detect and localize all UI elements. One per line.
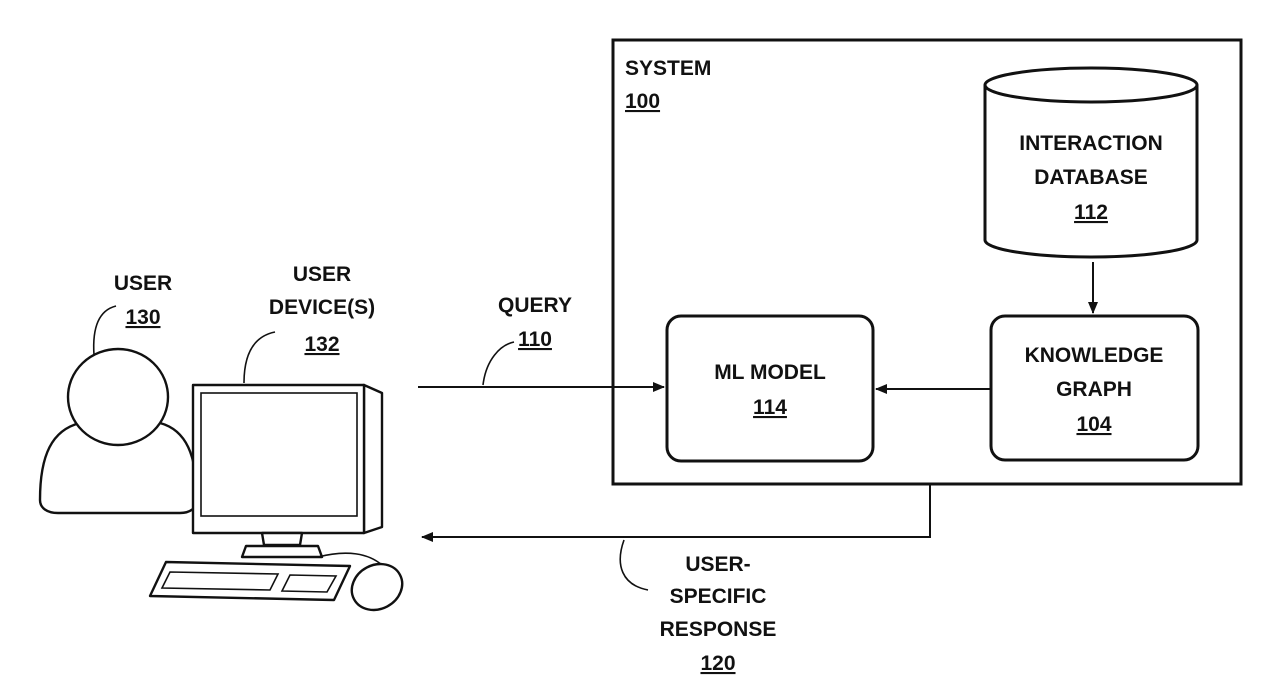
query-label: QUERY — [498, 294, 572, 317]
response-leader-line — [620, 540, 648, 590]
device-label-line2: DEVICE(S) — [269, 296, 375, 319]
system-ref: 100 — [625, 90, 660, 113]
query-leader-line — [483, 342, 514, 385]
device-ref: 132 — [304, 333, 339, 356]
user-ref: 130 — [125, 306, 160, 329]
response-label-line1: USER- — [685, 553, 750, 576]
user-icon — [40, 349, 197, 513]
knowledge-graph-line1: KNOWLEDGE — [1025, 344, 1164, 367]
interaction-database: INTERACTION DATABASE 112 — [985, 68, 1197, 257]
monitor-side — [364, 385, 382, 533]
ml-model-label: ML MODEL — [714, 361, 826, 384]
monitor-screen — [201, 393, 357, 516]
database-ref: 112 — [1074, 201, 1108, 224]
response-arrow — [422, 484, 930, 537]
response-label-line3: RESPONSE — [660, 618, 777, 641]
knowledge-graph-ref: 104 — [1076, 413, 1111, 436]
database-label-line2: DATABASE — [1034, 166, 1148, 189]
database-label-line1: INTERACTION — [1019, 132, 1163, 155]
knowledge-graph: KNOWLEDGE GRAPH 104 — [991, 316, 1198, 460]
device-label-line1: USER — [293, 263, 351, 286]
system-title: SYSTEM — [625, 57, 711, 80]
ml-model-ref: 114 — [753, 396, 787, 419]
ml-model-box — [667, 316, 873, 461]
database-cylinder-top — [985, 68, 1197, 102]
user-leader-line — [94, 306, 116, 355]
user-label: USER — [114, 272, 172, 295]
response-ref: 120 — [700, 652, 735, 675]
monitor-neck — [262, 533, 302, 545]
knowledge-graph-line2: GRAPH — [1056, 378, 1132, 401]
keyboard-icon — [150, 562, 350, 600]
user-head — [68, 349, 168, 445]
device-leader-line — [244, 332, 275, 383]
monitor-stand — [242, 546, 322, 557]
ml-model: ML MODEL 114 — [667, 316, 873, 461]
query-ref: 110 — [518, 328, 552, 351]
mouse-icon — [344, 555, 411, 618]
response-label-line2: SPECIFIC — [670, 585, 767, 608]
